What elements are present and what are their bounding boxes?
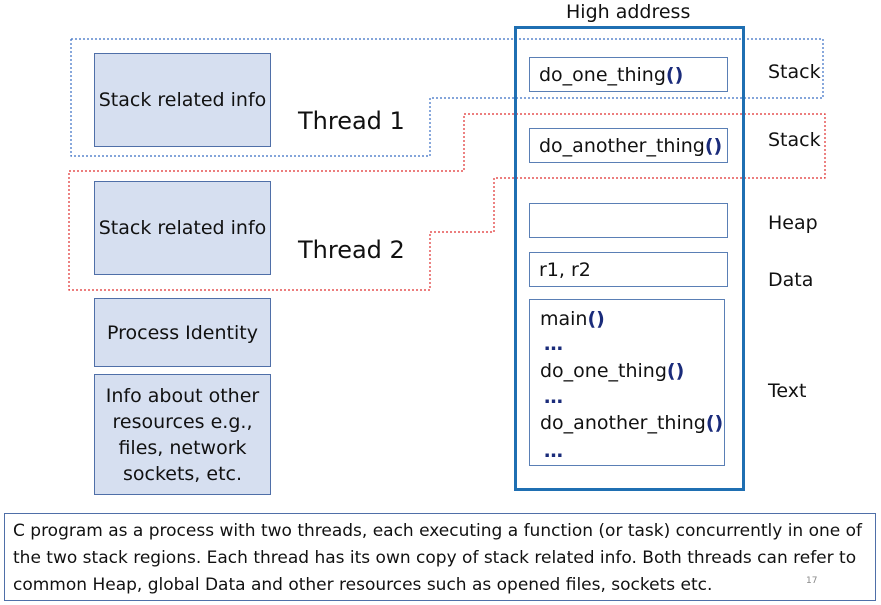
thread2-outline [68, 113, 826, 291]
text-label: Text [768, 380, 807, 402]
text-dots-1: … [544, 333, 563, 355]
caption-text: C program as a process with two threads,… [13, 521, 863, 595]
process-identity-text: Process Identity [107, 321, 258, 344]
data-box: r1, r2 [529, 252, 728, 287]
caption-box: C program as a process with two threads,… [4, 513, 876, 601]
other-resources-box: Info about other resources e.g., files, … [94, 374, 271, 495]
text-do-one-thing: do_one_thing [540, 360, 667, 382]
other-resources-text: Info about other resources e.g., files, … [105, 384, 260, 485]
stack1-paren: () [665, 63, 684, 86]
text-do-one-thing-paren: () [666, 360, 685, 382]
heap-label: Heap [768, 212, 818, 234]
thread1-stack-info-text: Stack related info [98, 89, 267, 111]
stack2-box: do_another_thing() [529, 128, 728, 163]
thread1-stack-info-box: Stack related info [94, 53, 271, 147]
text-line-do-one-thing: do_one_thing() [540, 360, 684, 382]
text-do-another-thing: do_another_thing [540, 412, 706, 434]
thread2-stack-info-text: Stack related info [98, 217, 267, 239]
text-do-another-thing-paren: () [705, 412, 724, 434]
stack2-paren: () [704, 134, 723, 157]
data-label: Data [768, 269, 814, 291]
slide-number: 17 [806, 576, 818, 586]
data-content: r1, r2 [539, 258, 591, 281]
stack1-function: do_one_thing [539, 63, 666, 86]
text-main-paren: () [587, 308, 605, 330]
text-dots-2: … [544, 386, 563, 408]
thread1-outline [70, 38, 824, 157]
high-address-label: High address [566, 1, 691, 23]
text-dots-3: … [544, 440, 563, 462]
stack1-label: Stack [768, 61, 821, 83]
text-line-main: main() [540, 308, 605, 330]
stack2-function: do_another_thing [539, 134, 705, 157]
thread2-label: Thread 2 [298, 236, 405, 264]
stack1-box: do_one_thing() [529, 57, 728, 92]
text-main: main [540, 308, 588, 330]
process-identity-box: Process Identity [94, 298, 271, 367]
text-box: main() … do_one_thing() … do_another_thi… [529, 299, 725, 466]
heap-box [529, 203, 728, 238]
thread2-stack-info-box: Stack related info [94, 181, 271, 275]
text-line-do-another-thing: do_another_thing() [540, 412, 723, 434]
memory-layout [514, 26, 745, 491]
stack2-label: Stack [768, 129, 821, 151]
thread1-label: Thread 1 [298, 107, 405, 135]
